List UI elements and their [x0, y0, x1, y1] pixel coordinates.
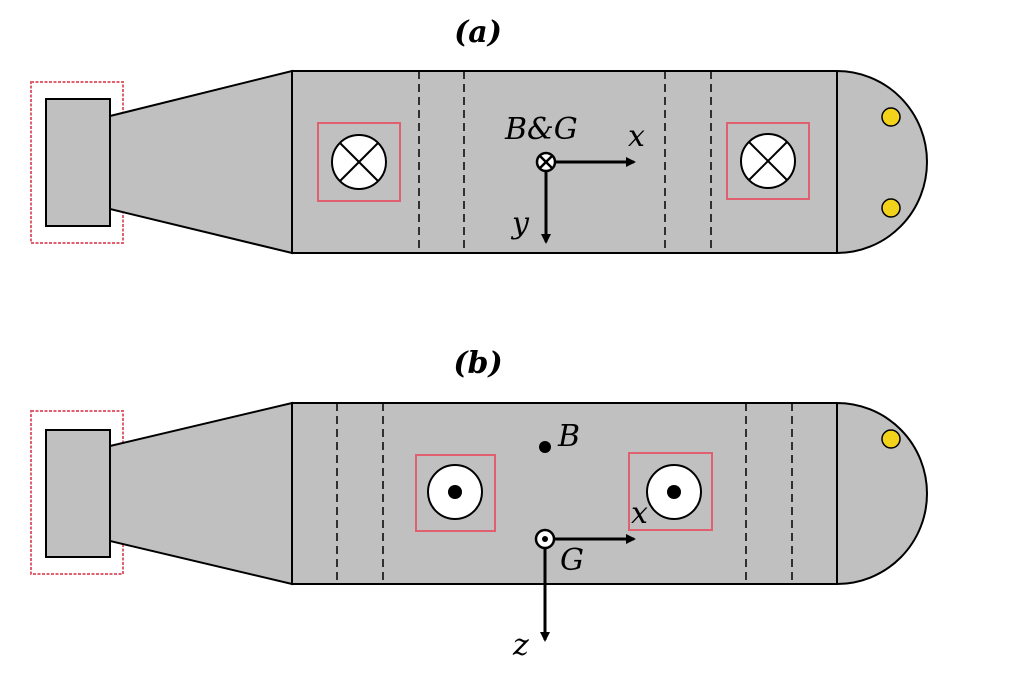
dot-icon — [646, 464, 702, 520]
cross-icon — [740, 133, 796, 189]
light-icon — [881, 198, 901, 218]
light-icon — [881, 107, 901, 127]
origin-label: B&G — [504, 112, 578, 147]
light-icon — [881, 429, 901, 449]
tail-cone — [109, 69, 293, 255]
panel-b: (b) B — [30, 346, 928, 663]
gravity-label: G — [560, 543, 584, 578]
x-axis-label: x — [631, 496, 648, 531]
origin-into-page-icon — [535, 151, 557, 173]
panel-a-title: (a) — [454, 15, 502, 50]
cross-icon — [331, 134, 387, 190]
nose-cone — [836, 69, 928, 255]
origin-out-of-page-icon — [534, 528, 556, 550]
tail-cone — [109, 401, 293, 586]
thruster-box-left — [415, 454, 496, 532]
rear-propeller — [45, 429, 111, 558]
thruster-box-right — [628, 452, 713, 531]
buoyancy-label: B — [557, 419, 580, 454]
dot-icon — [427, 464, 483, 520]
nose-cone — [836, 401, 928, 586]
buoyancy-point — [539, 441, 551, 453]
x-axis-label: x — [628, 119, 645, 154]
rear-propeller — [45, 98, 111, 227]
thruster-box-left — [317, 122, 401, 202]
y-axis-label: y — [510, 206, 530, 241]
panel-b-title: (b) — [453, 346, 502, 381]
panel-a: (a) — [30, 15, 928, 255]
thruster-box-right — [726, 122, 810, 200]
z-axis-label: z — [512, 628, 529, 663]
